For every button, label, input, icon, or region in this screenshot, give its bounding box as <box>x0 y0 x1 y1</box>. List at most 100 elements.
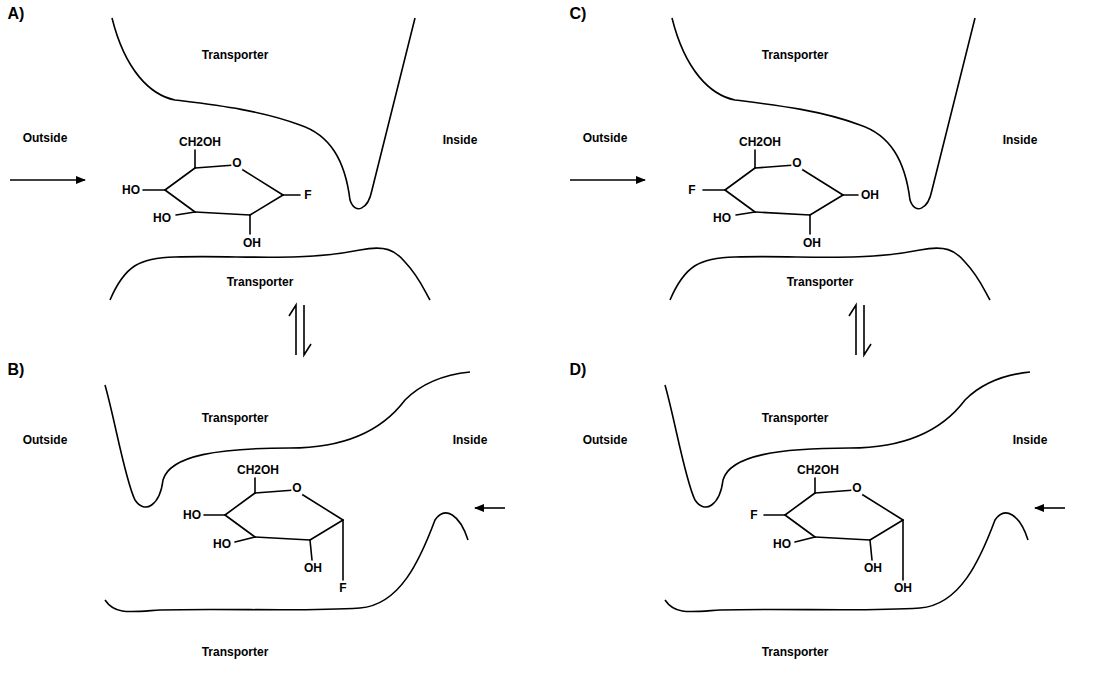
atom-label: HO <box>212 537 232 551</box>
substituent-bond <box>143 189 165 191</box>
substituent-bond <box>283 194 300 196</box>
ring-bond <box>225 493 255 515</box>
panel-letter: C) <box>570 6 587 22</box>
ring-bond <box>785 493 815 515</box>
ring-bond <box>255 490 295 493</box>
flow-arrow <box>570 179 645 181</box>
atom-label: F <box>338 581 347 595</box>
substituent-bond <box>814 478 816 493</box>
transporter-label: Transporter <box>227 276 294 288</box>
transporter-outline <box>665 513 1028 612</box>
ring-bond <box>165 190 195 212</box>
atom-label: O <box>791 156 802 170</box>
ring-bond <box>255 537 310 540</box>
side-label: Outside <box>583 434 628 446</box>
substituent-bond <box>176 212 195 215</box>
transporter-label: Transporter <box>762 49 829 61</box>
atom-label: O <box>851 481 862 495</box>
panel-letter: B) <box>8 362 25 378</box>
atom-label: HO <box>772 537 792 551</box>
ring-bond <box>815 490 855 493</box>
ring-bond <box>755 212 810 215</box>
equilibrium-arrow <box>304 305 311 355</box>
side-label: Outside <box>583 132 628 144</box>
transporter-label: Transporter <box>202 49 269 61</box>
ring-bond <box>785 515 815 537</box>
ring-bond <box>810 195 843 215</box>
ring-bond <box>725 168 755 190</box>
equilibrium-arrow <box>849 305 856 355</box>
atom-label: CH2OH <box>796 463 840 477</box>
transporter-outline <box>112 18 415 209</box>
atom-label: F <box>749 508 758 522</box>
atom-label: O <box>231 156 242 170</box>
substituent-bond <box>902 520 904 580</box>
atom-label: F <box>687 183 696 197</box>
equilibrium-arrow <box>864 305 871 355</box>
side-label: Inside <box>1013 434 1048 446</box>
side-label: Outside <box>23 434 68 446</box>
flow-arrow <box>10 179 85 181</box>
substituent-bond <box>809 215 811 234</box>
ring-bond <box>165 168 195 190</box>
atom-label: CH2OH <box>178 135 222 149</box>
substituent-bond <box>204 514 225 516</box>
panel-letter: A) <box>8 6 25 22</box>
atom-label: OH <box>303 561 323 575</box>
atom-label: CH2OH <box>236 463 280 477</box>
transporter-outline <box>665 372 1030 507</box>
atom-label: OH <box>893 581 913 595</box>
panel-letter: D) <box>570 362 587 378</box>
substituent-bond <box>736 212 755 215</box>
atom-label: HO <box>182 508 202 522</box>
substituent-bond <box>764 514 785 516</box>
transporter-outline <box>110 248 430 300</box>
ring-bond <box>725 190 755 212</box>
substituent-bond <box>235 537 255 542</box>
atom-label: OH <box>242 236 262 250</box>
transporter-label: Transporter <box>202 412 269 424</box>
ring-bond <box>815 537 870 540</box>
ring-bond <box>195 212 250 215</box>
side-label: Inside <box>1003 134 1038 146</box>
substituent-bond <box>194 150 196 168</box>
substituent-bond <box>870 540 872 560</box>
transporter-label: Transporter <box>762 412 829 424</box>
substituent-bond <box>795 537 815 542</box>
transporter-label: Transporter <box>202 646 269 658</box>
atom-label: OH <box>863 561 883 575</box>
ring-bond <box>195 165 235 168</box>
side-label: Outside <box>23 132 68 144</box>
substituent-bond <box>310 540 312 560</box>
substituent-bond <box>254 478 256 493</box>
substituent-bond <box>754 150 756 168</box>
substituent-bond <box>249 215 251 234</box>
transporter-label: Transporter <box>787 276 854 288</box>
atom-label: HO <box>121 183 141 197</box>
transporter-outline <box>672 18 975 209</box>
ring-bond <box>870 520 903 540</box>
transporter-label: Transporter <box>762 646 829 658</box>
atom-label: OH <box>860 188 880 202</box>
ring-bond <box>755 165 795 168</box>
ring-bond <box>310 520 343 540</box>
transporter-outline <box>670 248 990 300</box>
atom-label: F <box>303 188 312 202</box>
flow-arrow <box>475 507 505 509</box>
ring-bond <box>225 515 255 537</box>
side-label: Inside <box>453 434 488 446</box>
transporter-outline <box>105 372 470 507</box>
flow-arrow <box>1035 507 1065 509</box>
substituent-bond <box>342 520 344 580</box>
atom-label: HO <box>712 211 732 225</box>
atom-label: OH <box>802 236 822 250</box>
side-label: Inside <box>443 134 478 146</box>
transporter-outline <box>105 513 468 612</box>
ring-bond <box>250 195 283 215</box>
substituent-bond <box>703 189 725 191</box>
equilibrium-arrow <box>289 305 296 355</box>
atom-label: O <box>291 481 302 495</box>
substituent-bond <box>843 194 858 196</box>
atom-label: HO <box>152 211 172 225</box>
